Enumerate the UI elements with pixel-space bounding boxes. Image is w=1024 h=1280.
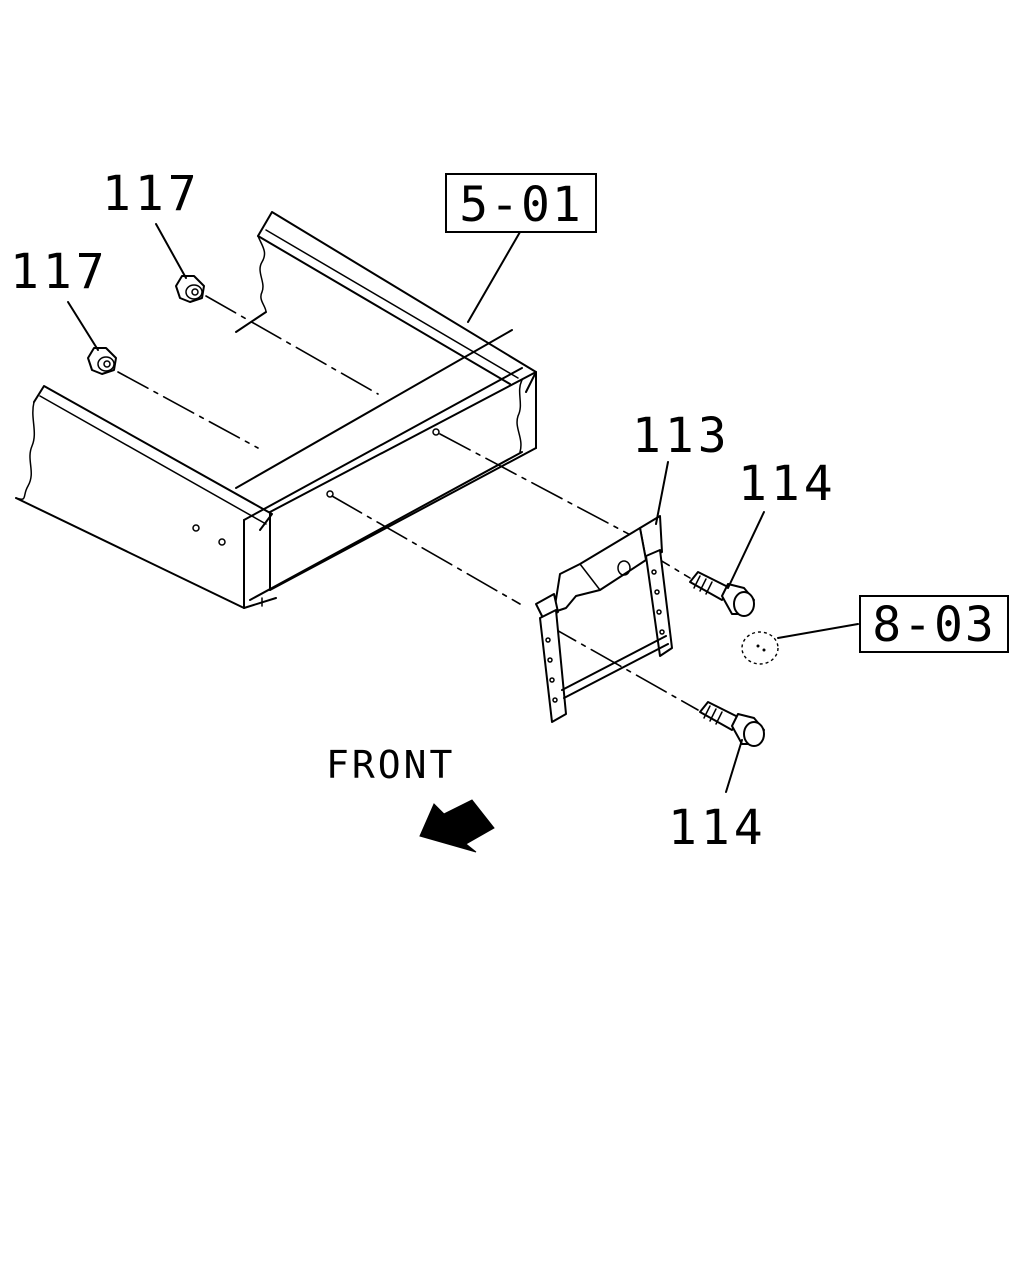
label-117-left: 117	[10, 244, 109, 300]
cap-part	[741, 631, 779, 665]
nut-117-left	[87, 347, 117, 375]
bolt-114-lower	[699, 701, 765, 747]
front-arrow-icon	[419, 799, 495, 853]
nut-117-top	[175, 275, 205, 303]
front-label: FRONT	[326, 743, 455, 787]
ref-frame-text: 5-01	[459, 177, 583, 233]
label-114-lower: 114	[668, 800, 767, 856]
leader-lines	[67, 223, 859, 793]
ref-box-frame: 5-01	[445, 173, 597, 233]
side-rail-rear	[235, 211, 537, 393]
label-114-upper: 114	[738, 456, 837, 512]
bolt-114-upper	[689, 571, 755, 617]
ref-cap-text: 8-03	[872, 597, 996, 653]
bracket-113	[535, 515, 673, 723]
alignment-lines	[117, 295, 699, 711]
label-117-top: 117	[102, 166, 201, 222]
side-rail-front	[15, 385, 277, 609]
cross-member	[235, 329, 537, 601]
label-113: 113	[632, 408, 731, 464]
ref-box-cap: 8-03	[859, 595, 1009, 653]
